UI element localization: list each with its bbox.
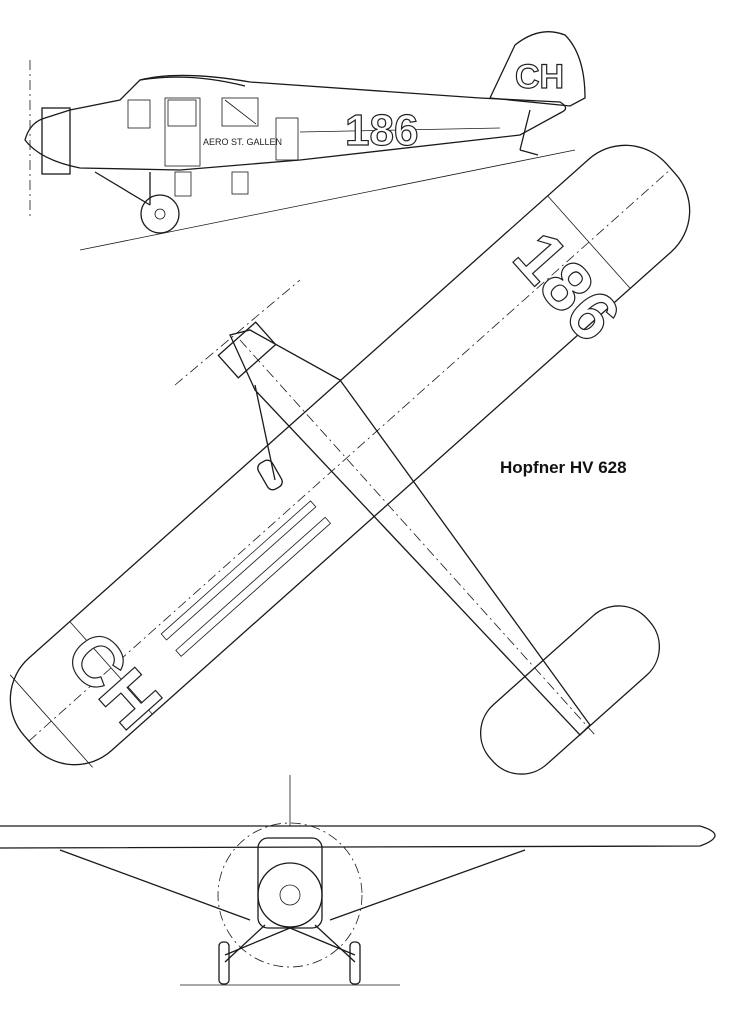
- wheel-left: [218, 941, 230, 985]
- fuselage-side: [24, 74, 567, 171]
- nationality-mark-wing: CH: [51, 616, 176, 743]
- engine-top: [217, 321, 277, 379]
- wheel-side: [140, 194, 180, 234]
- fin-rudder: [489, 31, 586, 107]
- front-view: [0, 775, 716, 986]
- registration-number-wing: 186: [499, 217, 635, 356]
- fuselage-top: [229, 329, 591, 736]
- drawing-title: Hopfner HV 628: [500, 458, 627, 477]
- fuselage-lettering: AERO ST. GALLEN: [203, 137, 282, 147]
- nationality-mark-fin: CH: [515, 58, 564, 96]
- wheel-right: [349, 941, 361, 985]
- engine-side: [41, 107, 71, 175]
- wing-front: [0, 825, 716, 849]
- fuselage-front: [257, 837, 323, 929]
- side-view: 186 CH AERO ST. GALLEN: [24, 31, 586, 251]
- registration-number-side: 186: [345, 106, 418, 155]
- tailplane-top: [479, 605, 661, 775]
- engine-front: [257, 862, 323, 928]
